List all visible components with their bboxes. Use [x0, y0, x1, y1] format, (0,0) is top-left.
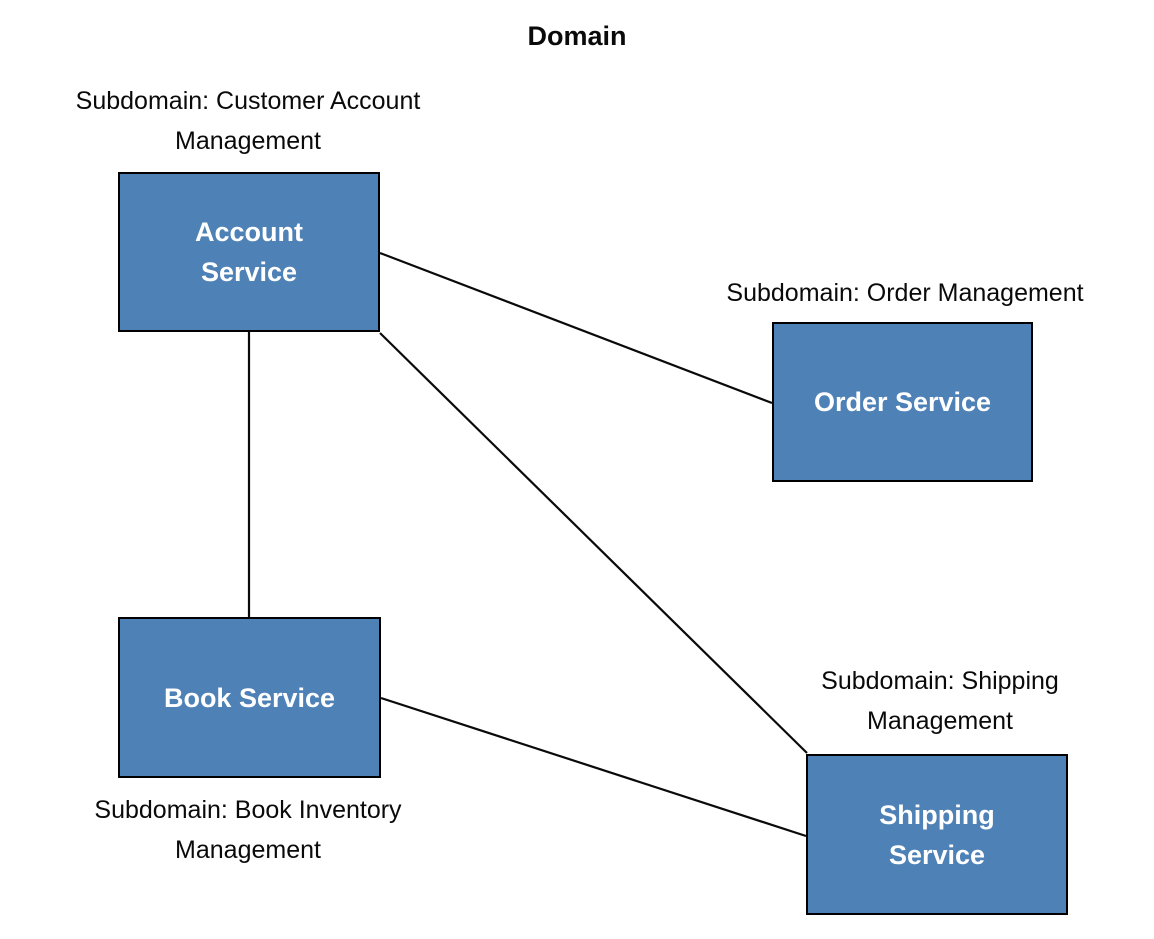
node-order-service-label: Order Service: [813, 387, 992, 417]
subdomain-label-book-inventory-management: Subdomain: Book Inventory Management: [94, 796, 402, 864]
subdomain-label-customer-account-management: Subdomain: Customer Account Management: [75, 87, 421, 155]
diagram-title: Domain: [527, 21, 627, 51]
node-account-service: Account Service: [118, 172, 380, 332]
node-shipping-service: Shipping Service: [806, 754, 1068, 915]
node-book-service: Book Service: [118, 617, 381, 778]
subdomain-label-order-management: Subdomain: Order Management: [726, 279, 1084, 307]
node-book-service-label: Book Service: [163, 682, 336, 713]
node-order-service: Order Service: [772, 322, 1033, 482]
subdomain-label-shipping-management: Subdomain: Shipping Management: [821, 667, 1059, 735]
node-shipping-service-label: Shipping Service: [879, 799, 995, 870]
node-account-service-label: Account Service: [195, 217, 303, 287]
